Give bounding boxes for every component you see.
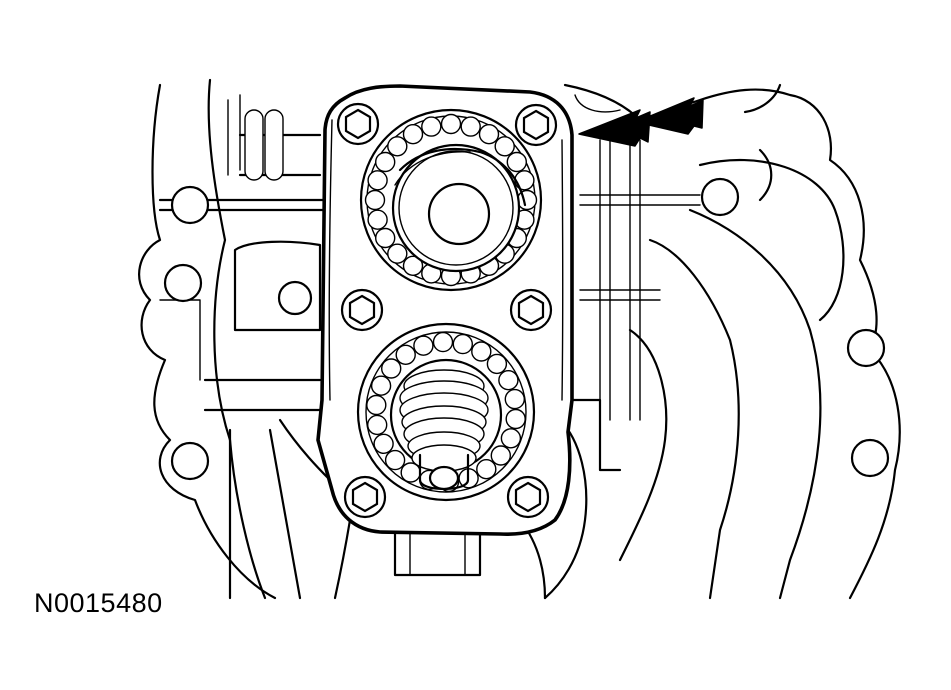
bearing-ball (505, 408, 526, 430)
bearing-ball (375, 227, 396, 249)
case-bolt-holes-right (700, 177, 890, 478)
case-bolt-hole (170, 441, 210, 481)
bearing-ball (367, 170, 388, 191)
bearing-ball (500, 428, 522, 449)
output-shaft (399, 369, 489, 491)
bearing-ball (440, 113, 462, 135)
bearing-ball (370, 375, 392, 396)
lower-bearing-balls (366, 331, 526, 493)
upper-bearing-balls (364, 113, 538, 287)
case-housing-right (543, 83, 901, 600)
bearing-ball (460, 116, 481, 137)
bearing-ball (384, 449, 406, 471)
bearing-ball (452, 333, 473, 355)
bearing-ball (504, 388, 525, 410)
bearing-ball (381, 358, 402, 379)
callout-arrows (578, 97, 704, 147)
callout-arrow-icon (578, 109, 651, 147)
case-housing-left (138, 78, 332, 600)
bearing-ball (367, 414, 388, 436)
figure-id-label: N0015480 (34, 588, 163, 618)
case-bolt-hole (277, 280, 313, 316)
case-bolt-hole (700, 177, 740, 217)
bearing-ball (413, 335, 434, 356)
bearing-ball (373, 433, 394, 454)
case-bolt-hole (850, 438, 890, 478)
bearing-ball (387, 136, 408, 157)
bolt-top-left (336, 102, 380, 146)
bearing-ball (490, 445, 511, 466)
bearing-ball (478, 123, 500, 145)
output-shaft-end (428, 465, 460, 491)
bearing-ball (506, 151, 527, 173)
bearing-ball (402, 255, 424, 276)
bearing-ball (432, 331, 454, 353)
bearing-ball (364, 189, 386, 211)
case-bolt-hole (846, 328, 886, 368)
case-bolt-hole (163, 263, 203, 303)
case-bolt-hole (170, 185, 210, 225)
lower-bearing-assembly (356, 322, 536, 502)
input-shaft-bore (427, 182, 491, 246)
bearing-ball (421, 116, 442, 137)
bearing-ball (367, 209, 388, 230)
case-slots-left (244, 109, 284, 181)
upper-bearing-assembly (359, 108, 543, 292)
bolt-mid-right (509, 288, 553, 332)
callout-arrow-icon (635, 97, 704, 135)
bearing-ball (494, 136, 515, 157)
bolt-bottom-right (506, 475, 550, 519)
bearing-ball (375, 151, 396, 173)
bearing-ball (498, 370, 519, 391)
bearing-ball (486, 353, 508, 375)
bearing-ball (395, 344, 416, 365)
case-bolt-holes-left (163, 185, 313, 481)
bearing-ball (387, 243, 408, 264)
bearing-ball (366, 394, 387, 416)
bearing-ball (516, 189, 538, 211)
bolt-top-right (514, 103, 558, 147)
bolt-mid-left (340, 288, 384, 332)
bolt-bottom-left (343, 475, 387, 519)
bearing-ball (471, 341, 492, 362)
bearing-ball (476, 459, 497, 480)
retainer-bolts (336, 102, 558, 519)
bearing-ball (514, 170, 535, 191)
bearing-ball (402, 123, 424, 145)
